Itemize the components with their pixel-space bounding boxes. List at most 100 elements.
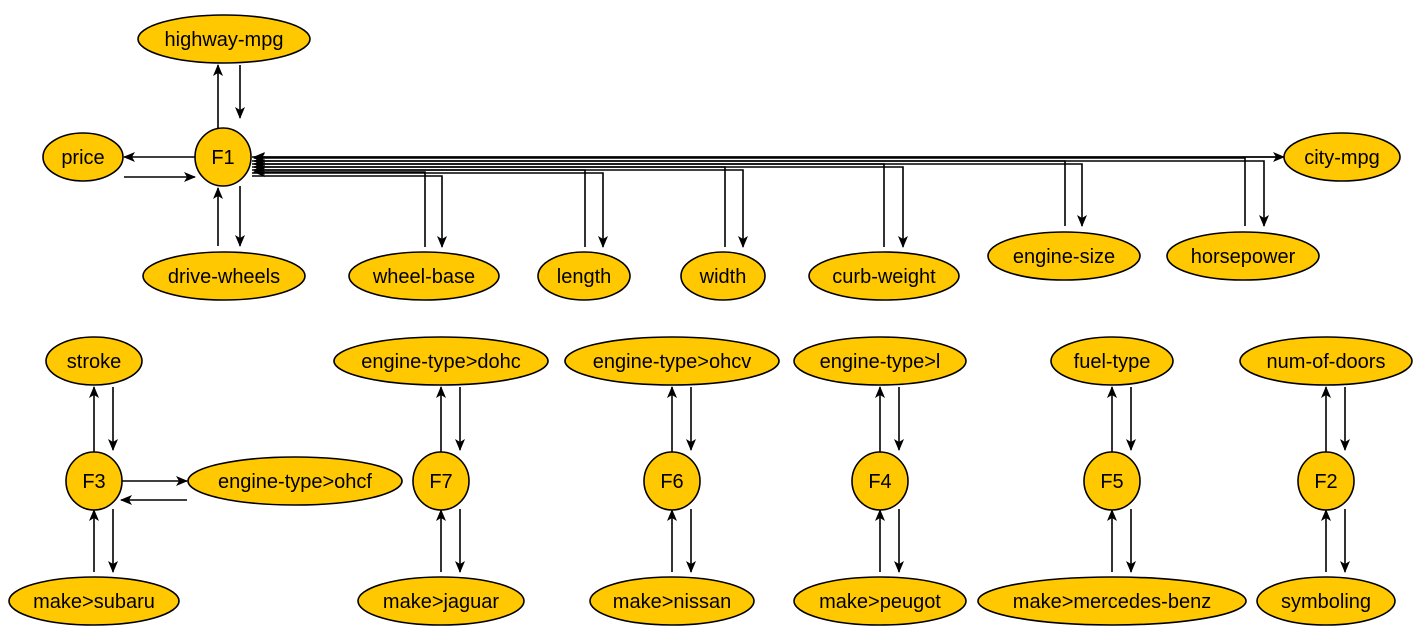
node-shape: [1166, 231, 1320, 281]
node-shape: [589, 576, 755, 626]
node-label: engine-type>dohc: [361, 351, 521, 373]
node-label: highway-mpg: [165, 29, 284, 51]
node-shape: [1050, 336, 1174, 386]
node-label: num-of-doors: [1267, 351, 1386, 373]
node-F3: F3: [65, 451, 123, 511]
node-highway-mpg: highway-mpg: [137, 14, 311, 64]
node-label: horsepower: [1191, 246, 1296, 268]
node-price: price: [42, 132, 124, 182]
node-label: drive-wheels: [168, 266, 280, 288]
node-shape: [1083, 451, 1141, 511]
edge-F1-to-engine-size: [252, 163, 1087, 227]
node-fuel-type: fuel-type: [1050, 336, 1174, 386]
node-label: F1: [211, 147, 234, 169]
node-drive-wheels: drive-wheels: [142, 251, 306, 301]
node-label: engine-size: [1013, 246, 1115, 268]
node-shape: [1297, 451, 1355, 511]
node-label: city-mpg: [1304, 147, 1380, 169]
node-shape: [412, 451, 470, 511]
node-engine-type-dohc: engine-type>dohc: [333, 336, 549, 386]
node-shape: [987, 231, 1141, 281]
edge-horsepower-to-F1: [253, 153, 1246, 226]
node-label: length: [557, 266, 612, 288]
node-shape: [977, 576, 1247, 626]
node-label: curb-weight: [832, 266, 936, 288]
node-F5: F5: [1083, 451, 1141, 511]
node-curb-weight: curb-weight: [808, 251, 960, 301]
node-shape: [1256, 576, 1396, 626]
edges-layer: [89, 64, 1350, 573]
node-shape: [137, 14, 311, 64]
node-shape: [142, 251, 306, 301]
node-shape: [537, 251, 631, 301]
edge-length-to-F1: [253, 165, 586, 247]
node-label: make>nissan: [613, 591, 731, 613]
node-width: width: [680, 251, 766, 301]
node-label: fuel-type: [1074, 351, 1151, 373]
node-F6: F6: [643, 451, 701, 511]
edge-F1-to-length: [252, 172, 608, 248]
edge-F1-to-horsepower: [252, 160, 1269, 227]
node-num-of-doors: num-of-doors: [1239, 336, 1413, 386]
node-shape: [564, 336, 780, 386]
node-make-nissan: make>nissan: [589, 576, 755, 626]
node-shape: [187, 456, 403, 506]
node-label: price: [61, 147, 104, 169]
node-city-mpg: city-mpg: [1283, 132, 1401, 182]
node-wheel-base: wheel-base: [348, 251, 500, 301]
node-make-peugot: make>peugot: [793, 576, 967, 626]
node-shape: [333, 336, 549, 386]
node-label: stroke: [67, 351, 121, 373]
node-engine-type-ohcv: engine-type>ohcv: [564, 336, 780, 386]
node-engine-size: engine-size: [987, 231, 1141, 281]
edge-F1-to-width: [252, 169, 748, 248]
node-label: engine-type>ohcv: [593, 351, 751, 373]
node-shape: [793, 336, 967, 386]
node-shape: [357, 576, 525, 626]
edge-wheel-base-to-F1: [253, 167, 426, 247]
node-shape: [851, 451, 909, 511]
node-shape: [808, 251, 960, 301]
node-shape: [643, 451, 701, 511]
node-label: engine-type>l: [820, 351, 941, 373]
node-shape: [348, 251, 500, 301]
nodes-layer: highway-mpg price F1 city-mpg drive-wheels wh…: [8, 14, 1413, 626]
node-shape: [680, 251, 766, 301]
node-make-jaguar: make>jaguar: [357, 576, 525, 626]
node-label: make>mercedes-benz: [1013, 591, 1211, 613]
node-shape: [1239, 336, 1413, 386]
node-shape: [45, 336, 143, 386]
node-F4: F4: [851, 451, 909, 511]
node-shape: [194, 127, 252, 187]
node-horsepower: horsepower: [1166, 231, 1320, 281]
edge-F1-to-wheel-base: [252, 175, 447, 248]
node-label: F5: [1100, 471, 1123, 493]
node-label: make>peugot: [819, 591, 941, 613]
node-label: symboling: [1281, 591, 1371, 613]
node-engine-type-ohcf: engine-type>ohcf: [187, 456, 403, 506]
node-shape: [8, 576, 180, 626]
node-length: length: [537, 251, 631, 301]
node-label: engine-type>ohcf: [218, 471, 372, 493]
edge-width-to-F1: [253, 162, 726, 247]
node-F1: F1: [194, 127, 252, 187]
node-label: F4: [868, 471, 891, 493]
node-label: F6: [660, 471, 683, 493]
node-symboling: symboling: [1256, 576, 1396, 626]
edge-F1-to-curb-weight: [252, 166, 908, 248]
node-F2: F2: [1297, 451, 1355, 511]
node-label: wheel-base: [372, 266, 475, 288]
node-engine-type-l: engine-type>l: [793, 336, 967, 386]
node-make-mercedes-benz: make>mercedes-benz: [977, 576, 1247, 626]
node-stroke: stroke: [45, 336, 143, 386]
node-make-subaru: make>subaru: [8, 576, 180, 626]
node-label: F2: [1314, 471, 1337, 493]
node-shape: [793, 576, 967, 626]
node-label: F7: [429, 471, 452, 493]
node-shape: [65, 451, 123, 511]
node-shape: [42, 132, 124, 182]
node-F7: F7: [412, 451, 470, 511]
node-label: make>subaru: [33, 591, 155, 613]
node-label: make>jaguar: [383, 591, 500, 613]
